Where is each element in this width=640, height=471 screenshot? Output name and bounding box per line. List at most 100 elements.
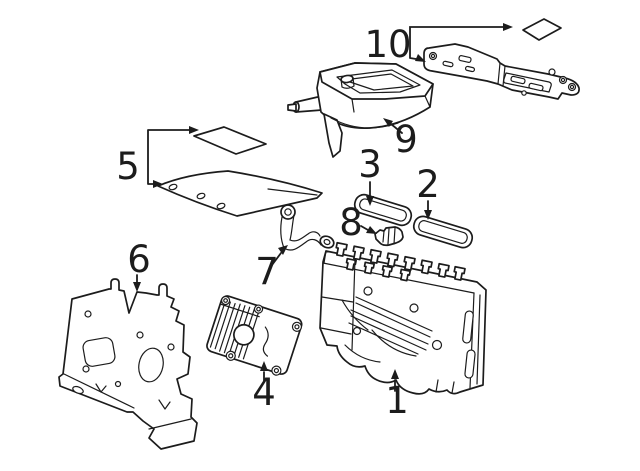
post <box>386 252 399 268</box>
bracket-fold-line <box>63 373 192 430</box>
tray-basin-inner <box>343 73 414 91</box>
bracket-recess <box>503 72 552 93</box>
bracket-slot <box>528 82 544 92</box>
part-10-sticker <box>522 18 562 41</box>
arrowhead-icon <box>189 126 199 134</box>
arrowhead-icon <box>383 118 393 127</box>
post <box>453 265 466 281</box>
part-7-ground-strap-group[interactable] <box>280 204 336 251</box>
panel-hole <box>196 192 206 200</box>
callout-7[interactable]: 7 <box>255 245 288 293</box>
pack-detail-hole <box>431 339 443 351</box>
callout-6[interactable]: 6 <box>127 238 151 292</box>
bolt <box>223 298 228 303</box>
arrowhead-icon <box>424 210 432 220</box>
part-10-support-bracket-group[interactable] <box>423 18 580 100</box>
callout-number: 6 <box>127 238 151 281</box>
panel-hole <box>168 183 178 191</box>
pack-detail-hole <box>363 286 373 296</box>
arrowhead-icon <box>133 282 141 292</box>
callout-2[interactable]: 2 <box>416 163 440 220</box>
post <box>381 264 393 278</box>
module-contour <box>262 326 269 357</box>
post <box>335 241 348 257</box>
panel-slot <box>462 310 474 344</box>
bracket-outline <box>58 278 198 450</box>
leader-line <box>360 225 369 231</box>
strap-arm <box>280 214 295 249</box>
small-hole <box>167 343 175 351</box>
callout-number: 5 <box>116 145 140 188</box>
pack-left-blocks <box>320 250 356 351</box>
pack-lobe-contours <box>341 299 417 363</box>
post <box>345 257 357 271</box>
bent-tab <box>95 383 171 410</box>
small-hole <box>136 331 144 339</box>
bracket-slot <box>442 60 454 68</box>
post <box>352 245 365 261</box>
tray-chute <box>323 113 343 158</box>
tube-tip <box>287 103 297 112</box>
callout-number: 10 <box>364 23 411 66</box>
callout-9[interactable]: 9 <box>383 118 418 161</box>
callout-8[interactable]: 8 <box>339 201 377 244</box>
flange-slot <box>72 385 84 395</box>
seal-inner <box>359 198 407 222</box>
arrowhead-icon <box>260 361 268 371</box>
bolt <box>228 353 234 359</box>
bracket-slot <box>510 75 526 85</box>
tray-basin <box>336 69 421 94</box>
arrowhead-icon <box>153 180 163 188</box>
panel-slot <box>464 349 476 379</box>
part-10-bracket-outline <box>423 43 580 100</box>
tray-cap-side <box>340 77 355 89</box>
bolt-hole <box>548 68 556 76</box>
pack-detail-hole <box>409 303 419 313</box>
terminal-posts <box>335 241 466 281</box>
leader-line <box>268 252 282 270</box>
callout-4[interactable]: 4 <box>252 361 276 414</box>
part-4-control-module-group[interactable] <box>205 294 304 379</box>
callout-number: 8 <box>339 201 363 244</box>
callout-1[interactable]: 1 <box>385 369 409 422</box>
post <box>369 248 382 264</box>
small-hole <box>84 310 92 318</box>
strap-band <box>283 231 322 251</box>
callout-number: 7 <box>255 250 279 293</box>
post <box>399 268 411 282</box>
callout-5[interactable]: 5 <box>116 126 199 188</box>
strap-ring-hole <box>323 238 331 246</box>
part-8-connector-group[interactable] <box>374 226 404 247</box>
part-1-battery-pack-group[interactable] <box>319 241 487 395</box>
part-6-mounting-bracket-group[interactable] <box>58 278 198 450</box>
part-9-battery-tray-group[interactable] <box>287 62 434 158</box>
part-5-cover-panel-group[interactable] <box>157 126 323 217</box>
bracket-square-hole <box>82 337 116 367</box>
part-2-seal-group[interactable] <box>412 214 475 250</box>
bracket-slot <box>464 65 476 73</box>
part-5-panel-outline <box>157 170 323 217</box>
leader-line <box>409 26 504 60</box>
terminal-posts-front <box>345 257 411 282</box>
callout-number: 2 <box>416 163 440 206</box>
small-hole <box>82 365 90 373</box>
module-boss <box>233 323 255 346</box>
bolt <box>256 306 261 312</box>
panel-hole <box>216 202 226 210</box>
leader-line <box>390 123 403 134</box>
post <box>437 262 450 278</box>
arrowhead-icon <box>278 245 288 255</box>
seal-inner <box>418 220 468 244</box>
bracket-slot <box>458 55 472 63</box>
callout-3[interactable]: 3 <box>358 143 382 206</box>
part-5-sticker <box>193 126 267 155</box>
bolt-hole <box>430 53 436 59</box>
post <box>363 261 375 275</box>
bolt-hole <box>569 84 575 90</box>
pack-foot <box>435 379 455 394</box>
strap-ring-hole <box>284 208 292 216</box>
callout-10[interactable]: 10 <box>364 23 513 66</box>
bolt <box>273 368 279 374</box>
